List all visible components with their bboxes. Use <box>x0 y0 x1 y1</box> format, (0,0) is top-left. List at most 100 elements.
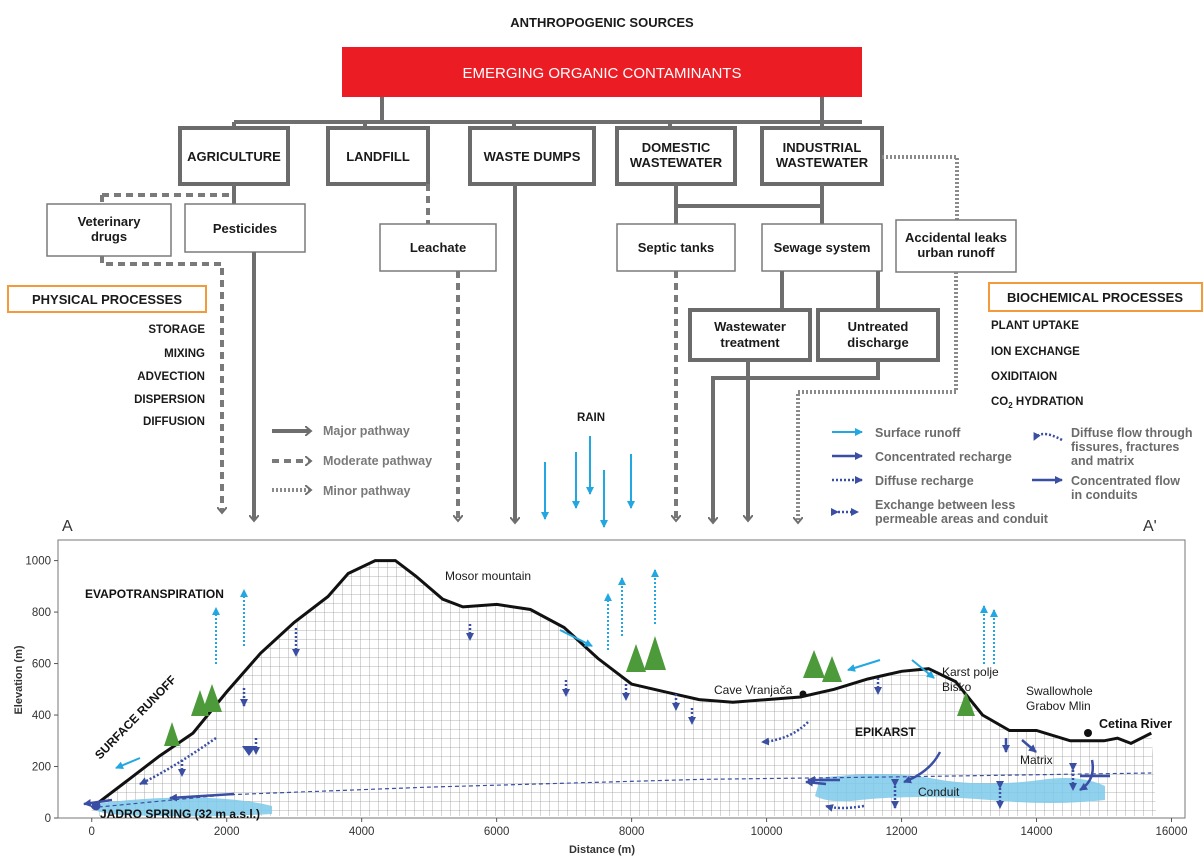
y-tick-label: 1000 <box>25 556 51 568</box>
waste-dumps-label: WASTE DUMPS <box>484 149 581 164</box>
physical-process-item: ADVECTION <box>137 371 205 383</box>
contaminants-banner <box>342 47 862 97</box>
untreated-discharge-label-1: Untreated <box>848 319 909 334</box>
evapotranspiration-label: EVAPOTRANSPIRATION <box>85 587 224 601</box>
evapotranspiration-arrows <box>212 569 998 664</box>
cetina-label: Cetina River <box>1099 717 1172 731</box>
landfill-label: LANDFILL <box>346 149 410 164</box>
waste-dumps-box <box>468 126 596 186</box>
karst-polje-label-1: Karst polje <box>942 665 999 679</box>
karst-massif-fill <box>91 560 1157 816</box>
y-tick-label: 600 <box>32 659 51 671</box>
physical-processes-list: STORAGE MIXING ADVECTION DISPERSION DIFF… <box>134 324 205 428</box>
swallowhole-label-2: Grabov Mlin <box>1026 699 1091 713</box>
cave-marker <box>799 690 807 698</box>
legend-major-label: Major pathway <box>323 424 410 438</box>
industrial-wastewater-label-2: WASTEWATER <box>776 155 869 170</box>
tree-icon <box>191 690 209 716</box>
x-tick-label: 10000 <box>751 826 783 838</box>
legend-exchange-1: Exchange between less <box>875 498 1015 512</box>
agriculture-label: AGRICULTURE <box>187 149 281 164</box>
flow-legend: Surface runoff Concentrated recharge Dif… <box>831 426 1193 526</box>
physical-process-item: STORAGE <box>148 324 205 336</box>
terrain-profile <box>90 559 1152 809</box>
veterinary-drugs-label-2: drugs <box>91 229 127 244</box>
spring-label: JADRO SPRING (32 m a.s.l.) <box>100 807 260 821</box>
y-tick-label: 0 <box>45 813 51 825</box>
biochemical-process-item: PLANT UPTAKE <box>991 320 1079 332</box>
domestic-wastewater-label-2: WASTEWATER <box>630 155 723 170</box>
x-tick-label: 12000 <box>886 826 918 838</box>
physical-process-item: DIFFUSION <box>143 416 205 428</box>
biochemical-processes-title: BIOCHEMICAL PROCESSES <box>1007 290 1183 305</box>
karst-polje-label-2: Bisko <box>942 680 972 694</box>
legend-diffuse-flow-2: fissures, fractures <box>1071 440 1179 454</box>
tree-icon <box>626 644 646 672</box>
legend-concentrated-recharge: Concentrated recharge <box>875 450 1012 464</box>
y-tick-label: 400 <box>32 710 51 722</box>
x-tick-label: 16000 <box>1156 826 1188 838</box>
biochemical-processes-list: PLANT UPTAKE ION EXCHANGE OXIDITAION CO2… <box>991 320 1083 410</box>
sewage-system-label: Sewage system <box>774 240 871 255</box>
legend-diffuse-recharge: Diffuse recharge <box>875 474 974 488</box>
x-tick-label: 4000 <box>349 826 375 838</box>
physical-processes-box <box>7 285 207 313</box>
y-tick-label: 800 <box>32 607 51 619</box>
agriculture-box <box>178 126 290 186</box>
domestic-wastewater-label-1: DOMESTIC <box>642 140 711 155</box>
cave-label: Cave Vranjača <box>714 683 793 697</box>
conduit-label: Conduit <box>918 785 960 799</box>
spring-point <box>91 801 101 811</box>
y-tick-label: 200 <box>32 762 51 774</box>
legend-concentrated-flow-1: Concentrated flow <box>1071 474 1180 488</box>
physical-process-item: MIXING <box>164 348 205 360</box>
legend-concentrated-flow-2: in conduits <box>1071 488 1138 502</box>
veterinary-drugs-box <box>46 203 172 257</box>
untreated-discharge-box <box>816 308 940 362</box>
y-axis: 0 200 400 600 800 1000 <box>25 556 58 825</box>
epikarst-label: EPIKARST <box>855 725 916 739</box>
vegetation <box>164 636 975 746</box>
legend-minor-label: Minor pathway <box>323 484 411 498</box>
section-end-label: A' <box>1143 518 1157 535</box>
legend-moderate-label: Moderate pathway <box>323 454 432 468</box>
treatment-boxes: Wastewater treatment Untreated discharge <box>688 308 940 362</box>
legend-exchange-2: permeable areas and conduit <box>875 512 1049 526</box>
swallowhole-label-1: Swallowhole <box>1026 684 1093 698</box>
x-tick-label: 14000 <box>1021 826 1053 838</box>
tree-icon <box>644 636 666 670</box>
biochemical-process-item: OXIDITAION <box>991 371 1057 383</box>
mosor-label: Mosor mountain <box>445 569 531 583</box>
pathway-arrows <box>100 184 958 522</box>
pathway-legend: Major pathway Moderate pathway Minor pat… <box>272 424 432 498</box>
cross-section <box>90 559 1157 817</box>
biochemical-process-item: ION EXCHANGE <box>991 346 1080 358</box>
tree-icon <box>164 722 180 746</box>
sub-source-connectors <box>100 155 959 226</box>
pesticides-label: Pesticides <box>213 221 277 236</box>
tree-icon <box>202 684 222 712</box>
x-tick-label: 6000 <box>484 826 510 838</box>
wastewater-treatment-label-2: treatment <box>720 335 780 350</box>
accidental-leaks-label-1: Accidental leaks <box>905 230 1007 245</box>
x-tick-label: 8000 <box>619 826 645 838</box>
x-axis-title: Distance (m) <box>569 844 635 856</box>
accidental-leaks-label-2: urban runoff <box>917 245 995 260</box>
groundwater-flow-arrows <box>83 624 1110 812</box>
contaminants-banner-label: EMERGING ORGANIC CONTAMINANTS <box>463 65 742 82</box>
tree-icon <box>957 692 975 716</box>
source-connectors <box>232 97 862 128</box>
legend-diffuse-flow-3: and matrix <box>1071 454 1134 468</box>
diagram-title: ANTHROPOGENIC SOURCES <box>510 15 694 30</box>
spring-pool <box>95 797 272 817</box>
wastewater-treatment-label-1: Wastewater <box>714 319 786 334</box>
septic-tanks-box <box>616 223 736 272</box>
section-start-label: A <box>62 518 73 535</box>
accidental-leaks-box <box>895 219 1017 273</box>
untreated-discharge-label-2: discharge <box>847 335 908 350</box>
physical-process-item: DISPERSION <box>134 394 205 406</box>
matrix-label: Matrix <box>1020 753 1053 767</box>
rain-label: RAIN <box>577 412 605 424</box>
